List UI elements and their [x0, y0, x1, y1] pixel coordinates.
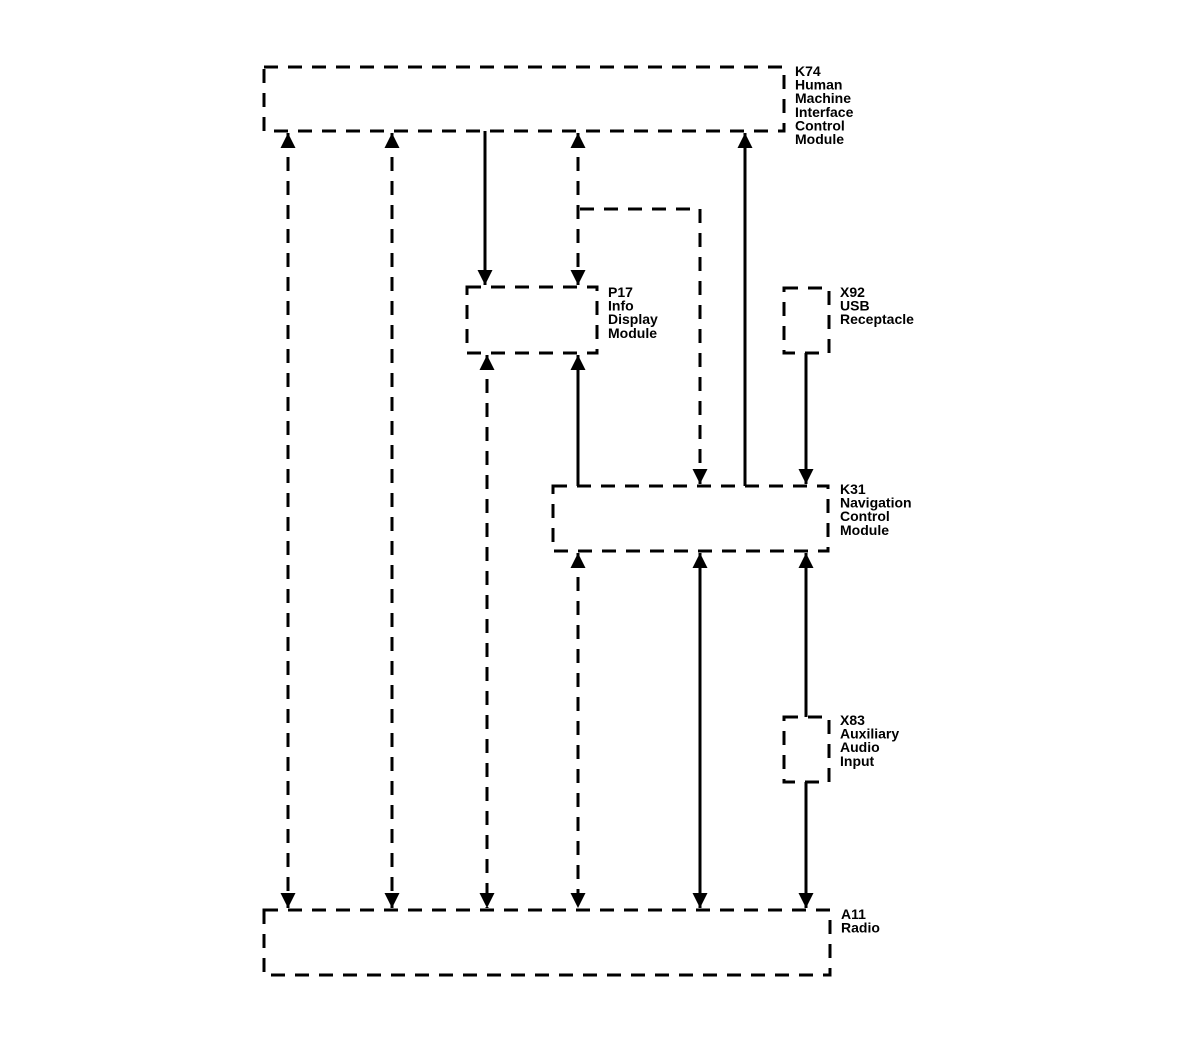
- k74-module-box: [262, 65, 786, 133]
- x83-label: X83 Auxiliary Audio Input: [840, 712, 903, 769]
- k74-label: K74 Human Machine Interface Control Modu…: [795, 63, 857, 147]
- x92-module-box: [782, 286, 831, 355]
- x92-label: X92 USB Receptacle: [840, 284, 914, 327]
- p17-module-box: [465, 285, 599, 355]
- connector-k74-k31-dashed: [580, 207, 708, 484]
- a11-module-box: [262, 908, 832, 977]
- k31-module-box: [551, 484, 830, 553]
- x83-module-box: [782, 715, 831, 784]
- p17-label: P17 Info Display Module: [608, 284, 662, 341]
- k31-label: K31 Navigation Control Module: [840, 481, 915, 538]
- a11-label: A11 Radio: [841, 906, 880, 936]
